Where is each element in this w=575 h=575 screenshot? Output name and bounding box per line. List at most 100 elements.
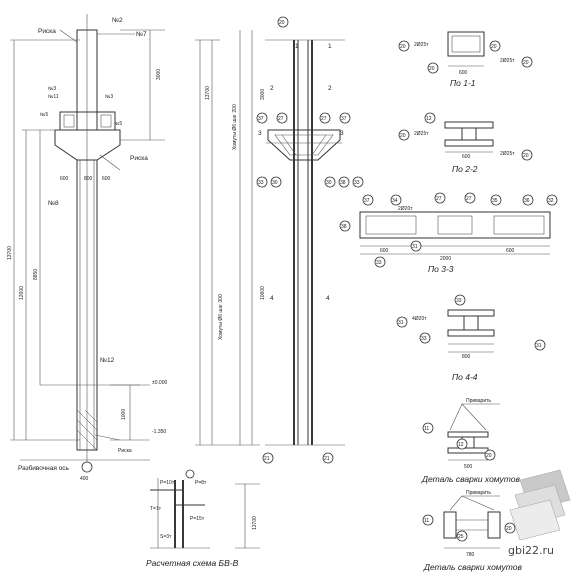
label-level-0: ±0.000 bbox=[152, 380, 167, 386]
section-title-3-3: По 3-3 bbox=[428, 264, 454, 274]
s33-width: 2000 bbox=[440, 256, 451, 262]
label-clamps-top: Хомуты Ø6 шаг 200 bbox=[232, 104, 238, 150]
label-1000: 1000 bbox=[121, 409, 127, 420]
label-n11: №11 bbox=[48, 94, 59, 100]
svg-text:31: 31 bbox=[412, 244, 418, 250]
section-mark-2-right: 2 bbox=[328, 85, 332, 92]
section-title-2-2: По 2-2 bbox=[452, 164, 478, 174]
marker-33: 33 bbox=[258, 180, 264, 186]
weld1-width: 500 bbox=[464, 464, 473, 470]
svg-text:27: 27 bbox=[466, 196, 472, 202]
scheme-p2: P=8т bbox=[195, 480, 207, 486]
weld-detail-1: 11 12 20 bbox=[422, 403, 500, 461]
label-n7: №7 bbox=[136, 31, 147, 38]
scheme-dim: 13700 bbox=[252, 516, 258, 530]
s11-label-right: 2Ø25т bbox=[500, 58, 515, 64]
svg-text:20: 20 bbox=[486, 453, 492, 459]
weld-detail-2: 11 25 20 bbox=[422, 495, 516, 549]
scheme-s: S=3т bbox=[160, 534, 172, 540]
logo bbox=[509, 469, 571, 541]
scheme-p1: P=10т bbox=[160, 480, 175, 486]
label-clamps-bottom: Хомуты Ø6 шаг 300 bbox=[218, 294, 224, 340]
svg-text:20: 20 bbox=[491, 44, 497, 50]
marker-20-top: 20 bbox=[279, 20, 285, 26]
marker-37b: 37 bbox=[341, 116, 347, 122]
section-mark-1-left: 1 bbox=[295, 43, 299, 50]
marker-21-right: 21 bbox=[324, 456, 330, 462]
marker-21-left: 21 bbox=[264, 456, 270, 462]
svg-text:20: 20 bbox=[429, 66, 435, 72]
s11-width: 600 bbox=[459, 70, 468, 76]
label-n5-right: №5 bbox=[114, 121, 122, 127]
scheme-t: T=1т bbox=[150, 506, 162, 512]
label-n3-left: №3 bbox=[48, 86, 56, 92]
column-elevation-left bbox=[10, 14, 165, 473]
scheme-p3: P=15т bbox=[190, 516, 205, 522]
markers-middle: 20 37 27 27 37 33 30 30 38 33 21 21 bbox=[256, 16, 364, 464]
weld2-label: Приварить bbox=[466, 490, 491, 496]
scheme-title: Расчетная схема БВ-В bbox=[146, 558, 239, 568]
svg-text:33: 33 bbox=[376, 260, 382, 266]
label-risk-bottom: Риска bbox=[118, 448, 132, 454]
label-dim-right-bottom: 10600 bbox=[260, 286, 266, 300]
svg-text:20: 20 bbox=[506, 526, 512, 532]
section-3-3: 37 34 27 27 35 36 38 33 31 32 bbox=[339, 192, 558, 268]
svg-text:38: 38 bbox=[341, 224, 347, 230]
weld2-width: 780 bbox=[466, 552, 475, 558]
section-mark-3-right: 3 bbox=[340, 130, 344, 137]
s33-600-left: 600 bbox=[380, 248, 389, 254]
reinforcement-column-middle bbox=[195, 30, 345, 446]
section-mark-2-left: 2 bbox=[270, 85, 274, 92]
weld1-label: Приварить bbox=[466, 398, 491, 404]
marker-33b: 33 bbox=[354, 180, 360, 186]
svg-text:20: 20 bbox=[400, 133, 406, 139]
svg-text:20: 20 bbox=[523, 60, 529, 66]
svg-text:32: 32 bbox=[548, 198, 554, 204]
label-800: 800 bbox=[84, 176, 93, 182]
s22-label-right: 2Ø25т bbox=[500, 151, 515, 157]
svg-text:31: 31 bbox=[398, 320, 404, 326]
svg-text:25: 25 bbox=[458, 534, 464, 540]
svg-text:27: 27 bbox=[436, 196, 442, 202]
svg-text:11: 11 bbox=[424, 518, 429, 524]
label-n5-left: №5 bbox=[40, 112, 48, 118]
marker-37a: 37 bbox=[258, 116, 264, 122]
section-title-1-1: По 1-1 bbox=[450, 78, 476, 88]
section-mark-4-left: 4 bbox=[270, 295, 274, 302]
brand-watermark: gbi22.ru bbox=[508, 544, 554, 557]
label-600-right: 600 bbox=[102, 176, 111, 182]
svg-text:11: 11 bbox=[424, 426, 429, 432]
section-1-1: 20 20 20 20 bbox=[398, 31, 533, 74]
marker-27a: 27 bbox=[278, 116, 284, 122]
label-400: 400 bbox=[80, 476, 89, 482]
s22-width: 600 bbox=[462, 154, 471, 160]
marker-30b: 30 bbox=[326, 180, 332, 186]
marker-27b: 27 bbox=[321, 116, 327, 122]
svg-text:37: 37 bbox=[364, 198, 370, 204]
s22-label-left: 2Ø25т bbox=[414, 131, 429, 137]
label-n8: №8 bbox=[48, 200, 59, 207]
svg-text:20: 20 bbox=[400, 44, 406, 50]
section-2-2: 12 20 20 bbox=[398, 112, 533, 161]
section-4-4: 31 33 31 33 bbox=[396, 294, 546, 353]
label-n3-right: №3 bbox=[105, 94, 113, 100]
svg-text:34: 34 bbox=[392, 198, 398, 204]
label-alignment-axis: Разбивочная ось bbox=[18, 464, 70, 472]
s11-label-left: 2Ø25т bbox=[414, 42, 429, 48]
s33-600-right: 600 bbox=[506, 248, 515, 254]
label-risk-top: Риска bbox=[38, 28, 56, 35]
design-scheme bbox=[150, 469, 260, 549]
label-8850: 8850 bbox=[33, 269, 39, 280]
svg-text:36: 36 bbox=[524, 198, 530, 204]
weld-detail-title-1: Деталь сварки хомутов bbox=[421, 474, 520, 484]
label-13700: 13700 bbox=[7, 246, 13, 260]
s44-label-left: 4Ø20т bbox=[412, 316, 427, 322]
section-title-4-4: По 4-4 bbox=[452, 372, 478, 382]
svg-text:33: 33 bbox=[421, 336, 427, 342]
svg-text:31: 31 bbox=[536, 343, 542, 349]
section-mark-3-left: 3 bbox=[258, 130, 262, 137]
marker-38: 38 bbox=[340, 180, 346, 186]
s33-label-top: 2Ø20т bbox=[398, 206, 413, 212]
